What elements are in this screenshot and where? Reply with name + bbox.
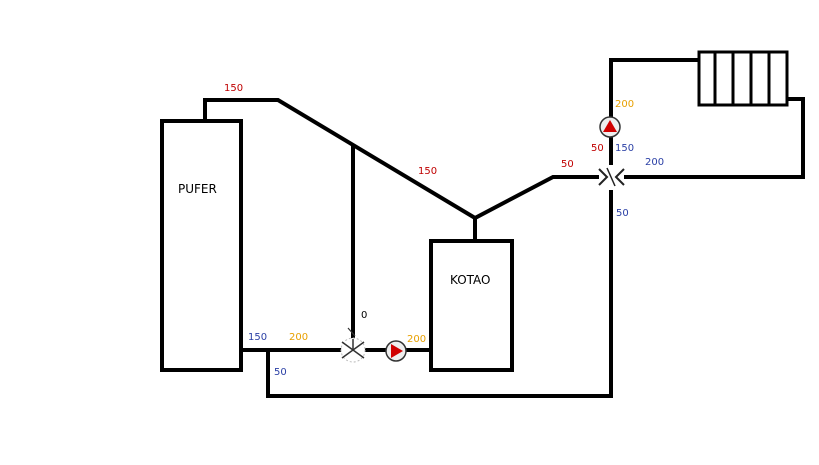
value-labels: 150 150 50 200 50 150 200 50 150 200 50 … bbox=[224, 83, 664, 378]
label-valve-red-50: 50 bbox=[591, 143, 604, 154]
label-branch: 50 bbox=[561, 159, 574, 170]
radiator-icon bbox=[697, 50, 789, 107]
buffer-tank: PUFER bbox=[160, 119, 243, 372]
pipe-radiator-supply-top bbox=[609, 58, 701, 118]
circulation-pump-icon bbox=[385, 340, 407, 362]
label-pump-left: 200 bbox=[407, 334, 426, 345]
buffer-tank-label: PUFER bbox=[178, 182, 217, 196]
boiler: KOTAO bbox=[429, 239, 514, 372]
label-diagonal: 150 bbox=[418, 166, 437, 177]
label-bottom-200: 200 bbox=[289, 332, 308, 343]
label-valve-left-0: 0 bbox=[361, 310, 367, 321]
label-valve-blue-50: 50 bbox=[616, 208, 629, 219]
mixing-valve-icon bbox=[340, 327, 366, 363]
mixing-valve-icon bbox=[598, 165, 625, 190]
label-top-pipe: 150 bbox=[224, 83, 243, 94]
circulation-pump-icon bbox=[599, 116, 621, 138]
pipe-buffer-supply bbox=[203, 98, 478, 221]
label-bottom-150: 150 bbox=[248, 332, 267, 343]
label-valve-blue-150: 150 bbox=[615, 143, 634, 154]
pipe-main-return bbox=[266, 188, 613, 398]
label-pump-right: 200 bbox=[615, 99, 634, 110]
label-bottom-50: 50 bbox=[274, 367, 287, 378]
label-valve-blue-200: 200 bbox=[645, 157, 664, 168]
pipe-radiator-return bbox=[622, 97, 805, 179]
pipe-to-right-valve bbox=[472, 175, 600, 221]
boiler-label: KOTAO bbox=[450, 273, 491, 287]
pipes bbox=[203, 58, 805, 398]
